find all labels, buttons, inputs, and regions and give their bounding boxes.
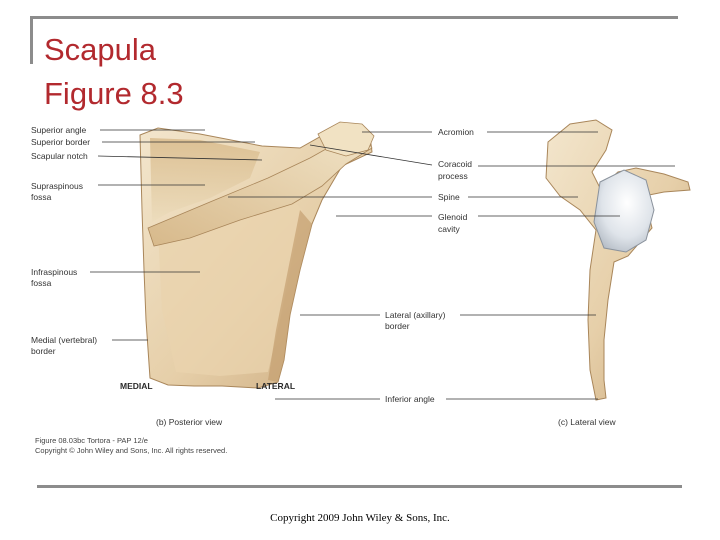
label-infraspinous-fossa-line1: Infraspinous	[31, 267, 77, 277]
caption-lateral-view: (c) Lateral view	[558, 417, 616, 427]
figure-credit-line-2: Copyright © John Wiley and Sons, Inc. Al…	[35, 446, 227, 455]
label-medial-direction: MEDIAL	[120, 381, 153, 391]
label-supraspinous-fossa-line1: Supraspinous	[31, 181, 83, 191]
label-infraspinous-fossa-line2: fossa	[31, 278, 52, 288]
label-coracoid-process-line1: Coracoid	[438, 159, 472, 169]
label-spine: Spine	[438, 192, 460, 202]
label-medial-border-line1: Medial (vertebral)	[31, 335, 97, 345]
label-glenoid-cavity-line2: cavity	[438, 224, 460, 234]
label-supraspinous-fossa-line2: fossa	[31, 192, 52, 202]
label-lateral-direction: LATERAL	[256, 381, 295, 391]
lateral-scapula-body	[546, 120, 690, 400]
label-glenoid-cavity-line1: Glenoid	[438, 212, 468, 222]
label-lateral-border-line2: border	[385, 321, 410, 331]
label-medial-border-line2: border	[31, 346, 56, 356]
label-inferior-angle: Inferior angle	[385, 394, 435, 404]
slide-frame-bottom	[37, 485, 682, 488]
figure-credit-line-1: Figure 08.03bc Tortora - PAP 12/e	[35, 436, 148, 445]
label-acromion: Acromion	[438, 127, 474, 137]
label-superior-border: Superior border	[31, 137, 90, 147]
label-coracoid-process-line2: process	[438, 171, 468, 181]
label-superior-angle: Superior angle	[31, 125, 87, 135]
label-lateral-border-line1: Lateral (axillary)	[385, 310, 446, 320]
label-scapular-notch: Scapular notch	[31, 151, 88, 161]
posterior-scapula-illustration	[140, 122, 374, 388]
lateral-scapula-illustration	[546, 120, 690, 400]
glenoid-cavity-shape	[594, 170, 654, 252]
slide-copyright: Copyright 2009 John Wiley & Sons, Inc.	[0, 512, 720, 524]
caption-posterior-view: (b) Posterior view	[156, 417, 223, 427]
